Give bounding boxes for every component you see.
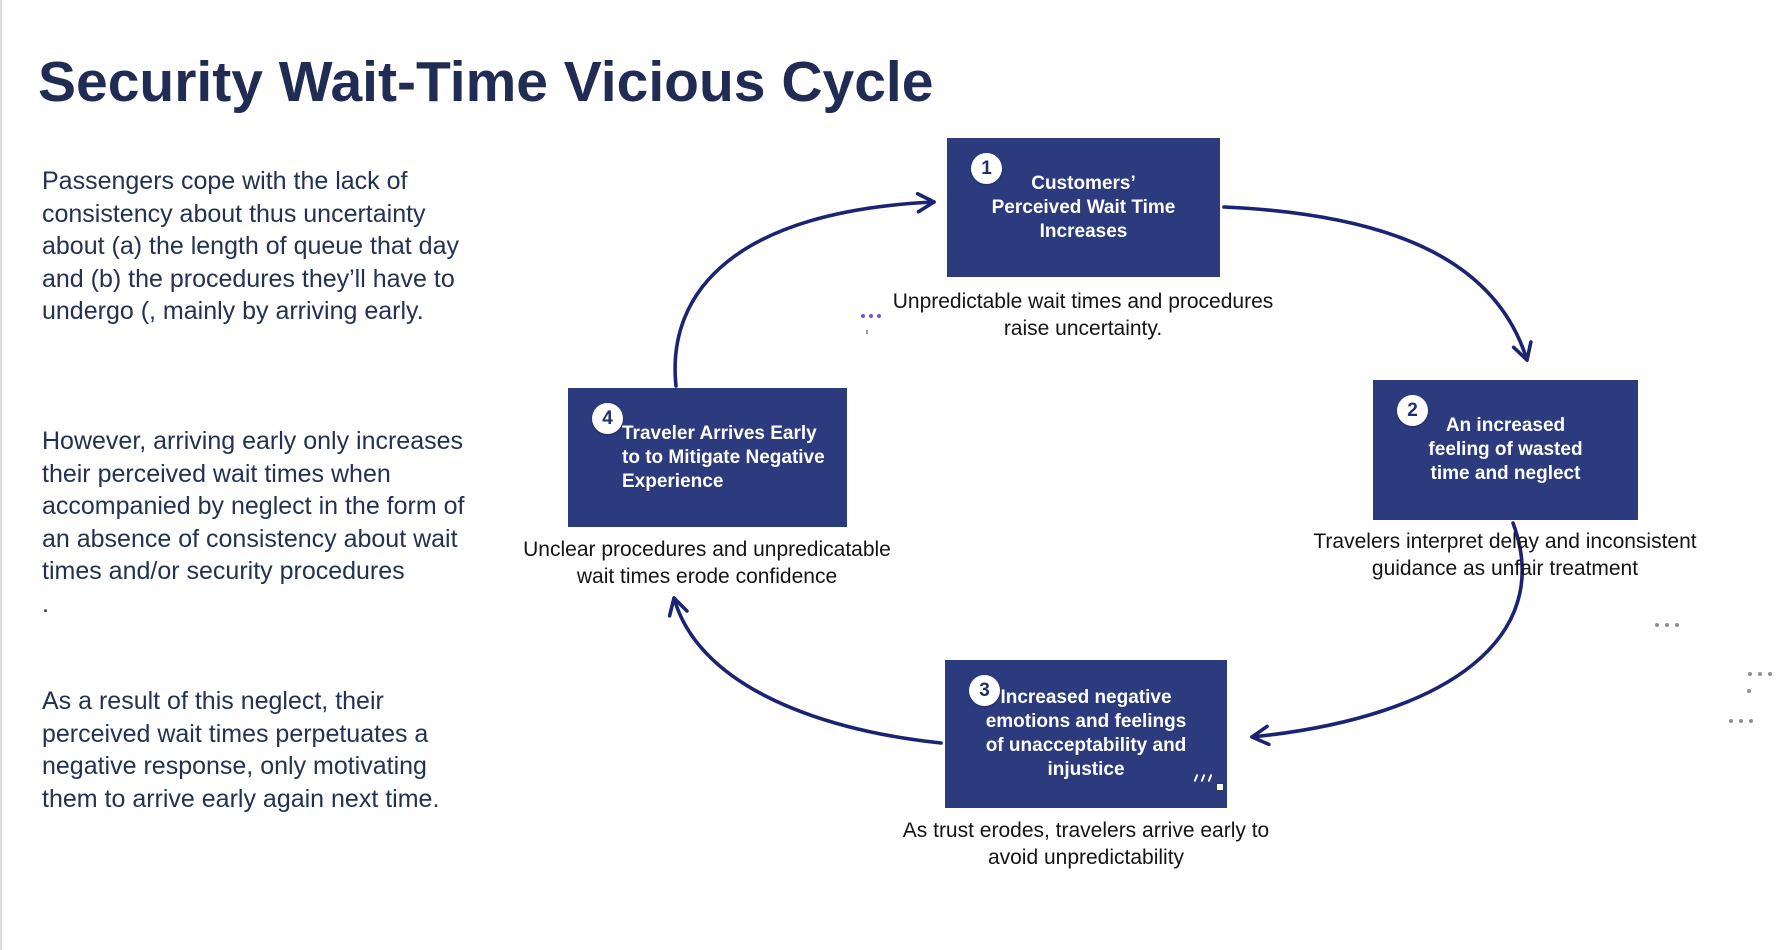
more-dots-icon-1 — [1655, 623, 1679, 627]
more-dots-icon-2 — [1748, 672, 1772, 676]
arrow-step3-to-step4 — [667, 596, 943, 745]
step-1-caption: Unpredictable wait times and procedures … — [892, 290, 1274, 340]
step-3-caption: As trust erodes, travelers arrive early … — [902, 819, 1270, 869]
more-dots-icon-3 — [1729, 719, 1753, 723]
cycle-step-2-box[interactable]: 2 An increased feeling of wasted time an… — [1373, 380, 1638, 520]
page-title: Security Wait-Time Vicious Cycle — [38, 50, 934, 115]
intro-paragraph-1: Passengers cope with the lack of consist… — [42, 167, 459, 325]
collaborator-cursor-dots-icon — [861, 314, 881, 318]
canvas-left-border — [0, 0, 2, 950]
step-4-label: Traveler Arrives Early to to Mitigate Ne… — [622, 422, 825, 492]
selection-handle-icon[interactable] — [1216, 783, 1224, 791]
stray-cursor-marks-icon — [1193, 773, 1213, 783]
step-3-number-badge: 3 — [969, 675, 1000, 706]
cycle-step-3-box[interactable]: 3 Increased negative emotions and feelin… — [945, 660, 1227, 808]
step-1-number-badge: 1 — [971, 153, 1002, 184]
step-2-number-badge: 2 — [1397, 395, 1428, 426]
step-2-label: An increased feeling of wasted time and … — [1428, 415, 1583, 484]
step-2-caption: Travelers interpret delay and inconsiste… — [1313, 530, 1697, 580]
stray-dot — [1747, 689, 1751, 693]
cycle-step-1-box[interactable]: 1 Customers’ Perceived Wait Time Increas… — [947, 138, 1220, 277]
step-4-caption: Unclear procedures and unpredicatable wa… — [523, 538, 891, 588]
collaborator-cursor-speck — [866, 330, 868, 334]
step-4-number-badge: 4 — [592, 403, 623, 434]
step-3-label: Increased negative emotions and feelings… — [985, 687, 1187, 780]
step-1-label: Customers’ Perceived Wait Time Increases — [991, 172, 1176, 242]
cycle-step-4-box[interactable]: 4 Traveler Arrives Early to to Mitigate … — [568, 388, 847, 527]
intro-paragraph-3: As a result of this neglect, their perce… — [42, 687, 440, 813]
intro-paragraph-2: However, arriving early only increases t… — [42, 427, 465, 618]
